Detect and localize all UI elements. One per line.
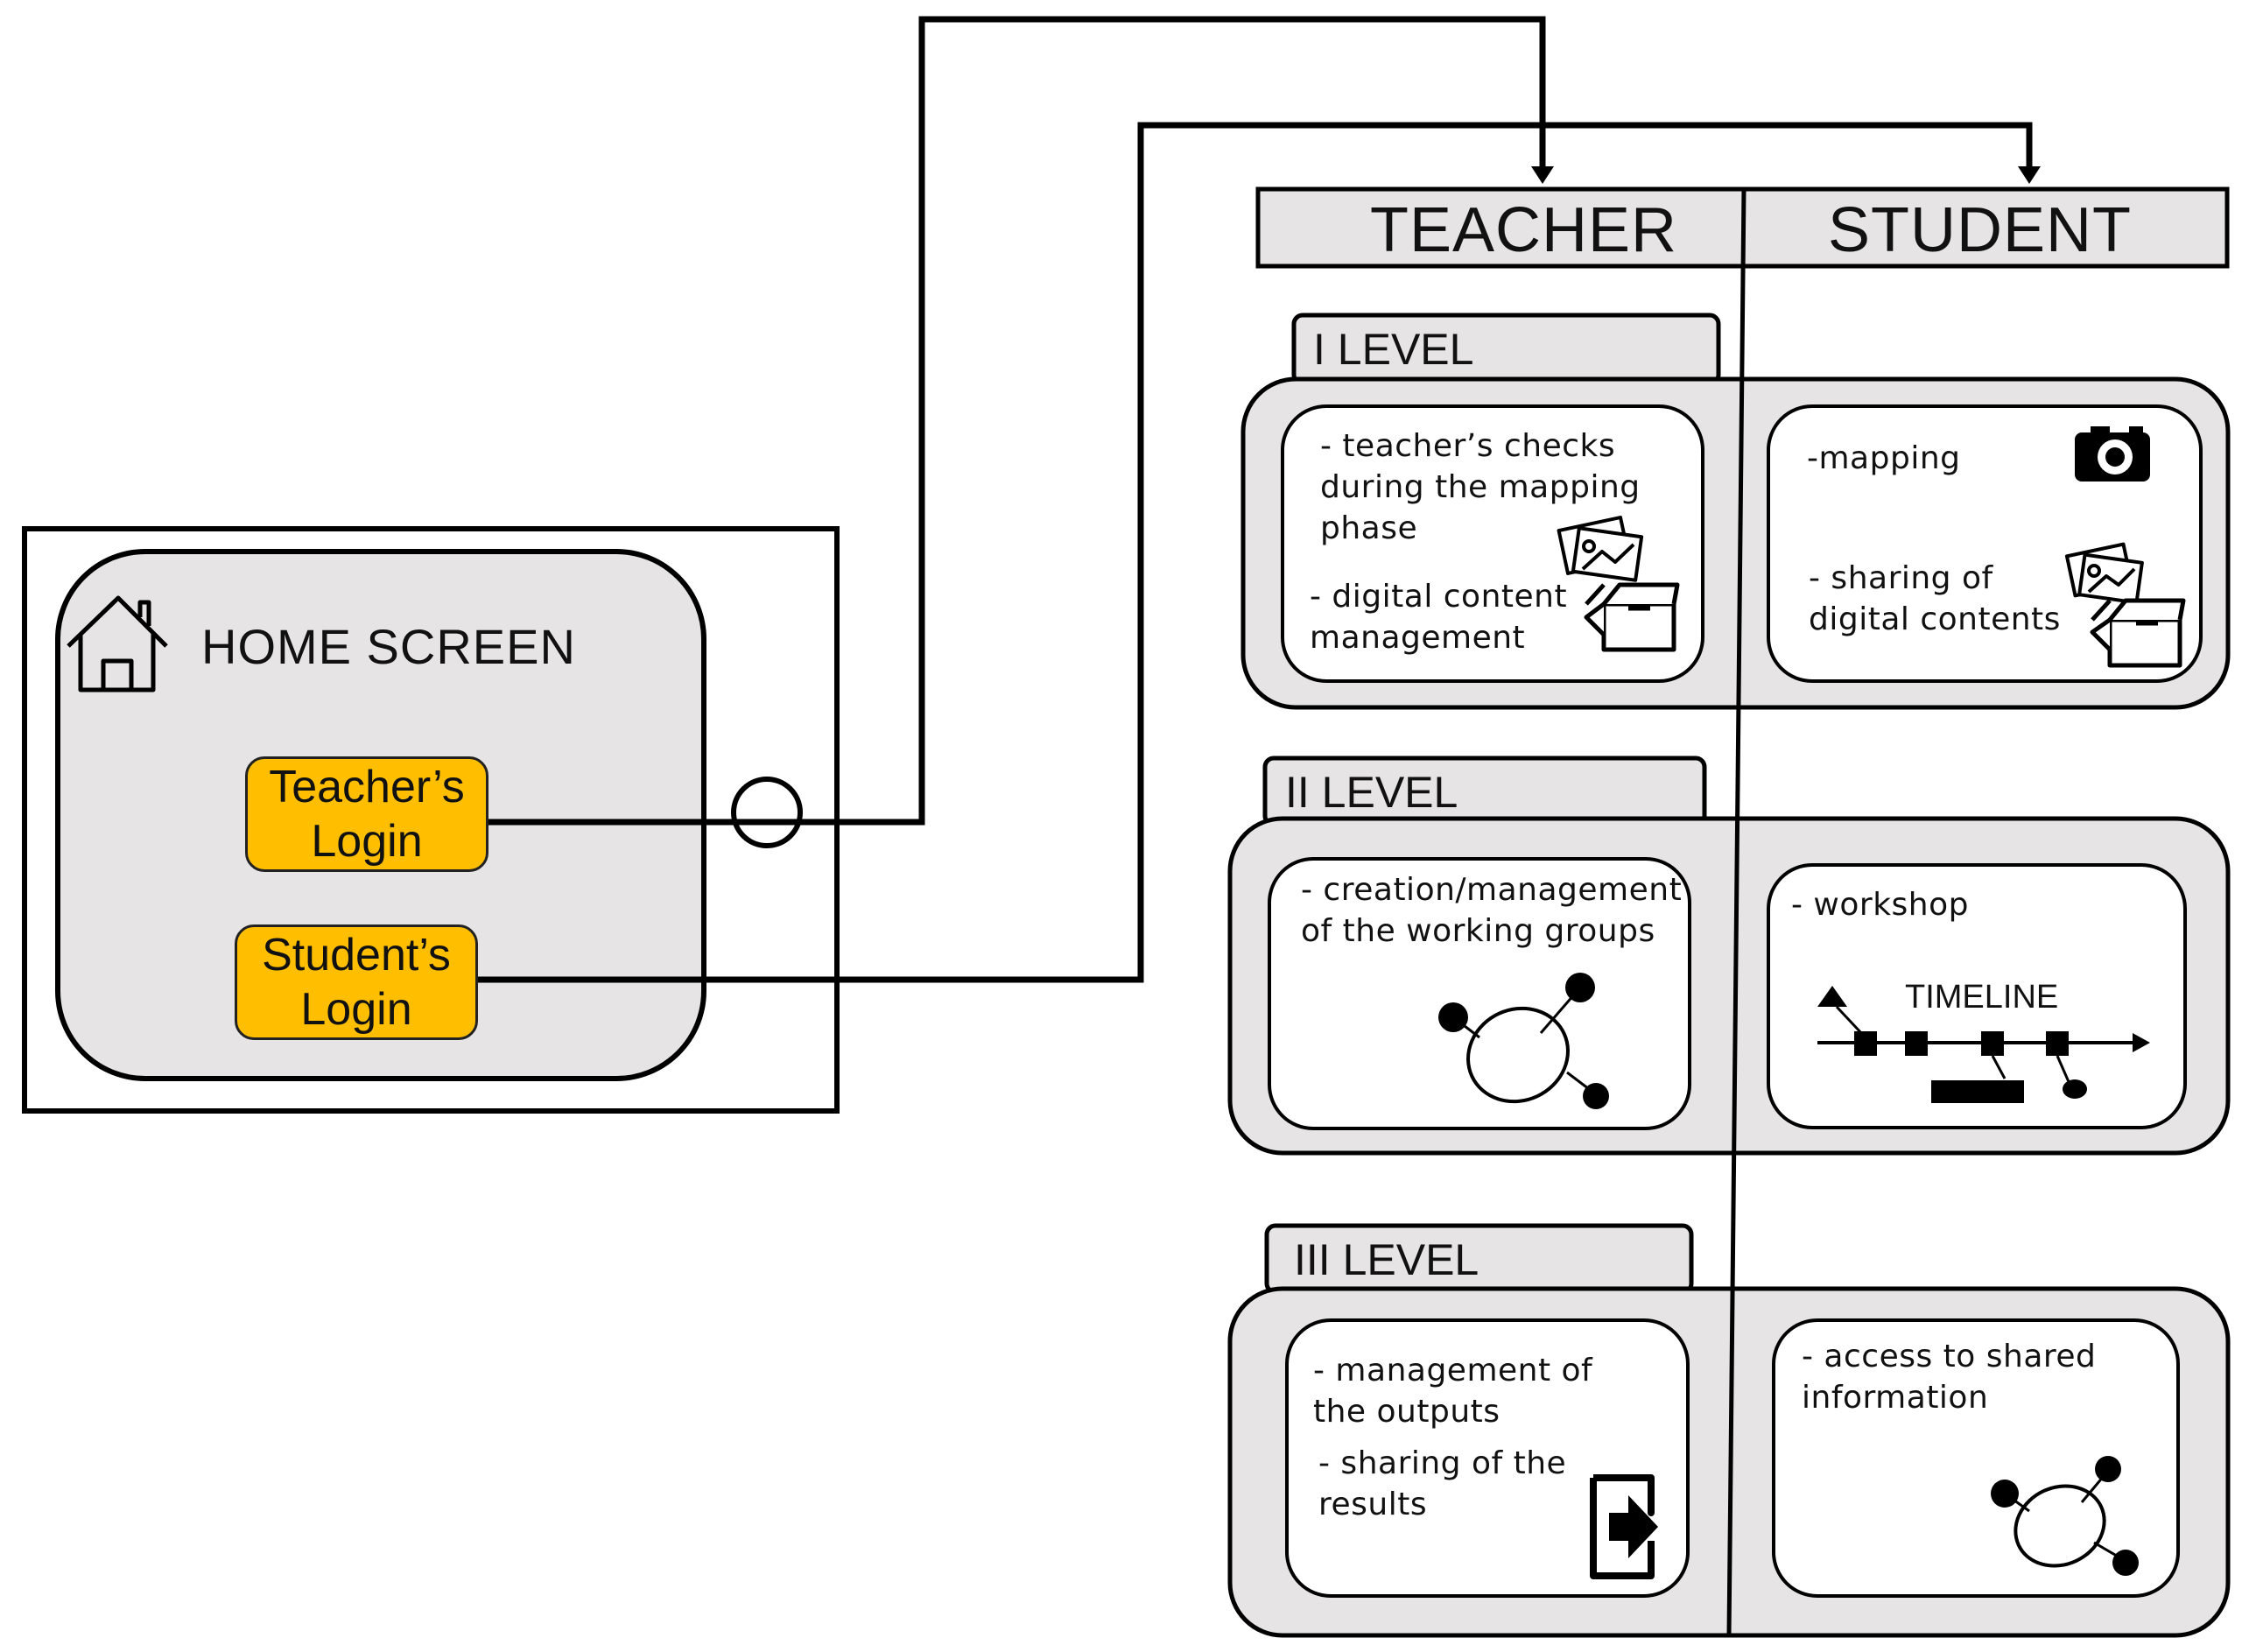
teacher-arrowhead xyxy=(1531,166,1554,184)
level-1-student-item-1: -mapping xyxy=(1807,440,1961,476)
teacher-login-button[interactable]: Teacher’s Login xyxy=(245,756,488,872)
level-3-teacher-item-2: - sharing of the results xyxy=(1318,1445,1567,1522)
student-arrowhead xyxy=(2018,166,2041,184)
level-2-title: II LEVEL xyxy=(1285,768,1458,817)
level-1-title: I LEVEL xyxy=(1313,325,1474,374)
group-network-icon xyxy=(1438,973,1609,1109)
home-screen-title: HOME SCREEN xyxy=(201,619,576,674)
level-3-teacher-card xyxy=(1285,1318,1690,1598)
level-2-teacher-card xyxy=(1268,857,1691,1130)
camera-icon xyxy=(2075,426,2150,482)
group-network-icon xyxy=(1991,1456,2139,1576)
student-connector xyxy=(477,122,2033,983)
photos-icon xyxy=(2064,542,2144,605)
photos-icon xyxy=(1557,516,1644,582)
role-student: STUDENT xyxy=(1828,195,2132,265)
level-1-teacher-item-2: - digital content management xyxy=(1310,579,1568,656)
connection-circle xyxy=(731,777,803,848)
level-3-student-card xyxy=(1772,1318,2180,1598)
level-1-student-item-2: - sharing of digital contents xyxy=(1809,560,2061,637)
student-login-button[interactable]: Student’s Login xyxy=(235,924,478,1040)
teacher-connector xyxy=(486,16,1546,826)
role-teacher: TEACHER xyxy=(1370,195,1678,265)
box-icon xyxy=(1584,582,1680,652)
level-2-student-card xyxy=(1767,863,2187,1129)
role-divider xyxy=(1726,188,1746,1636)
box-icon xyxy=(2090,598,2186,668)
timeline-label: TIMELINE xyxy=(1905,979,2059,1016)
timeline-icon xyxy=(1817,986,2150,1103)
level-1-teacher-item-1: - teacher’s checks during the mapping ph… xyxy=(1320,428,1641,546)
level-3-teacher-item-1: - management of the outputs xyxy=(1313,1353,1593,1430)
level-3-student-item-1: - access to shared information xyxy=(1802,1339,2097,1416)
connector-lines xyxy=(477,16,2033,983)
level-3-title: III LEVEL xyxy=(1294,1235,1479,1284)
level-2-student-item-1: - workshop xyxy=(1791,887,1969,923)
level-2-teacher-item-1: - creation/management of the working gro… xyxy=(1301,872,1683,949)
export-icon xyxy=(1590,1474,1658,1579)
house-icon xyxy=(67,595,168,692)
